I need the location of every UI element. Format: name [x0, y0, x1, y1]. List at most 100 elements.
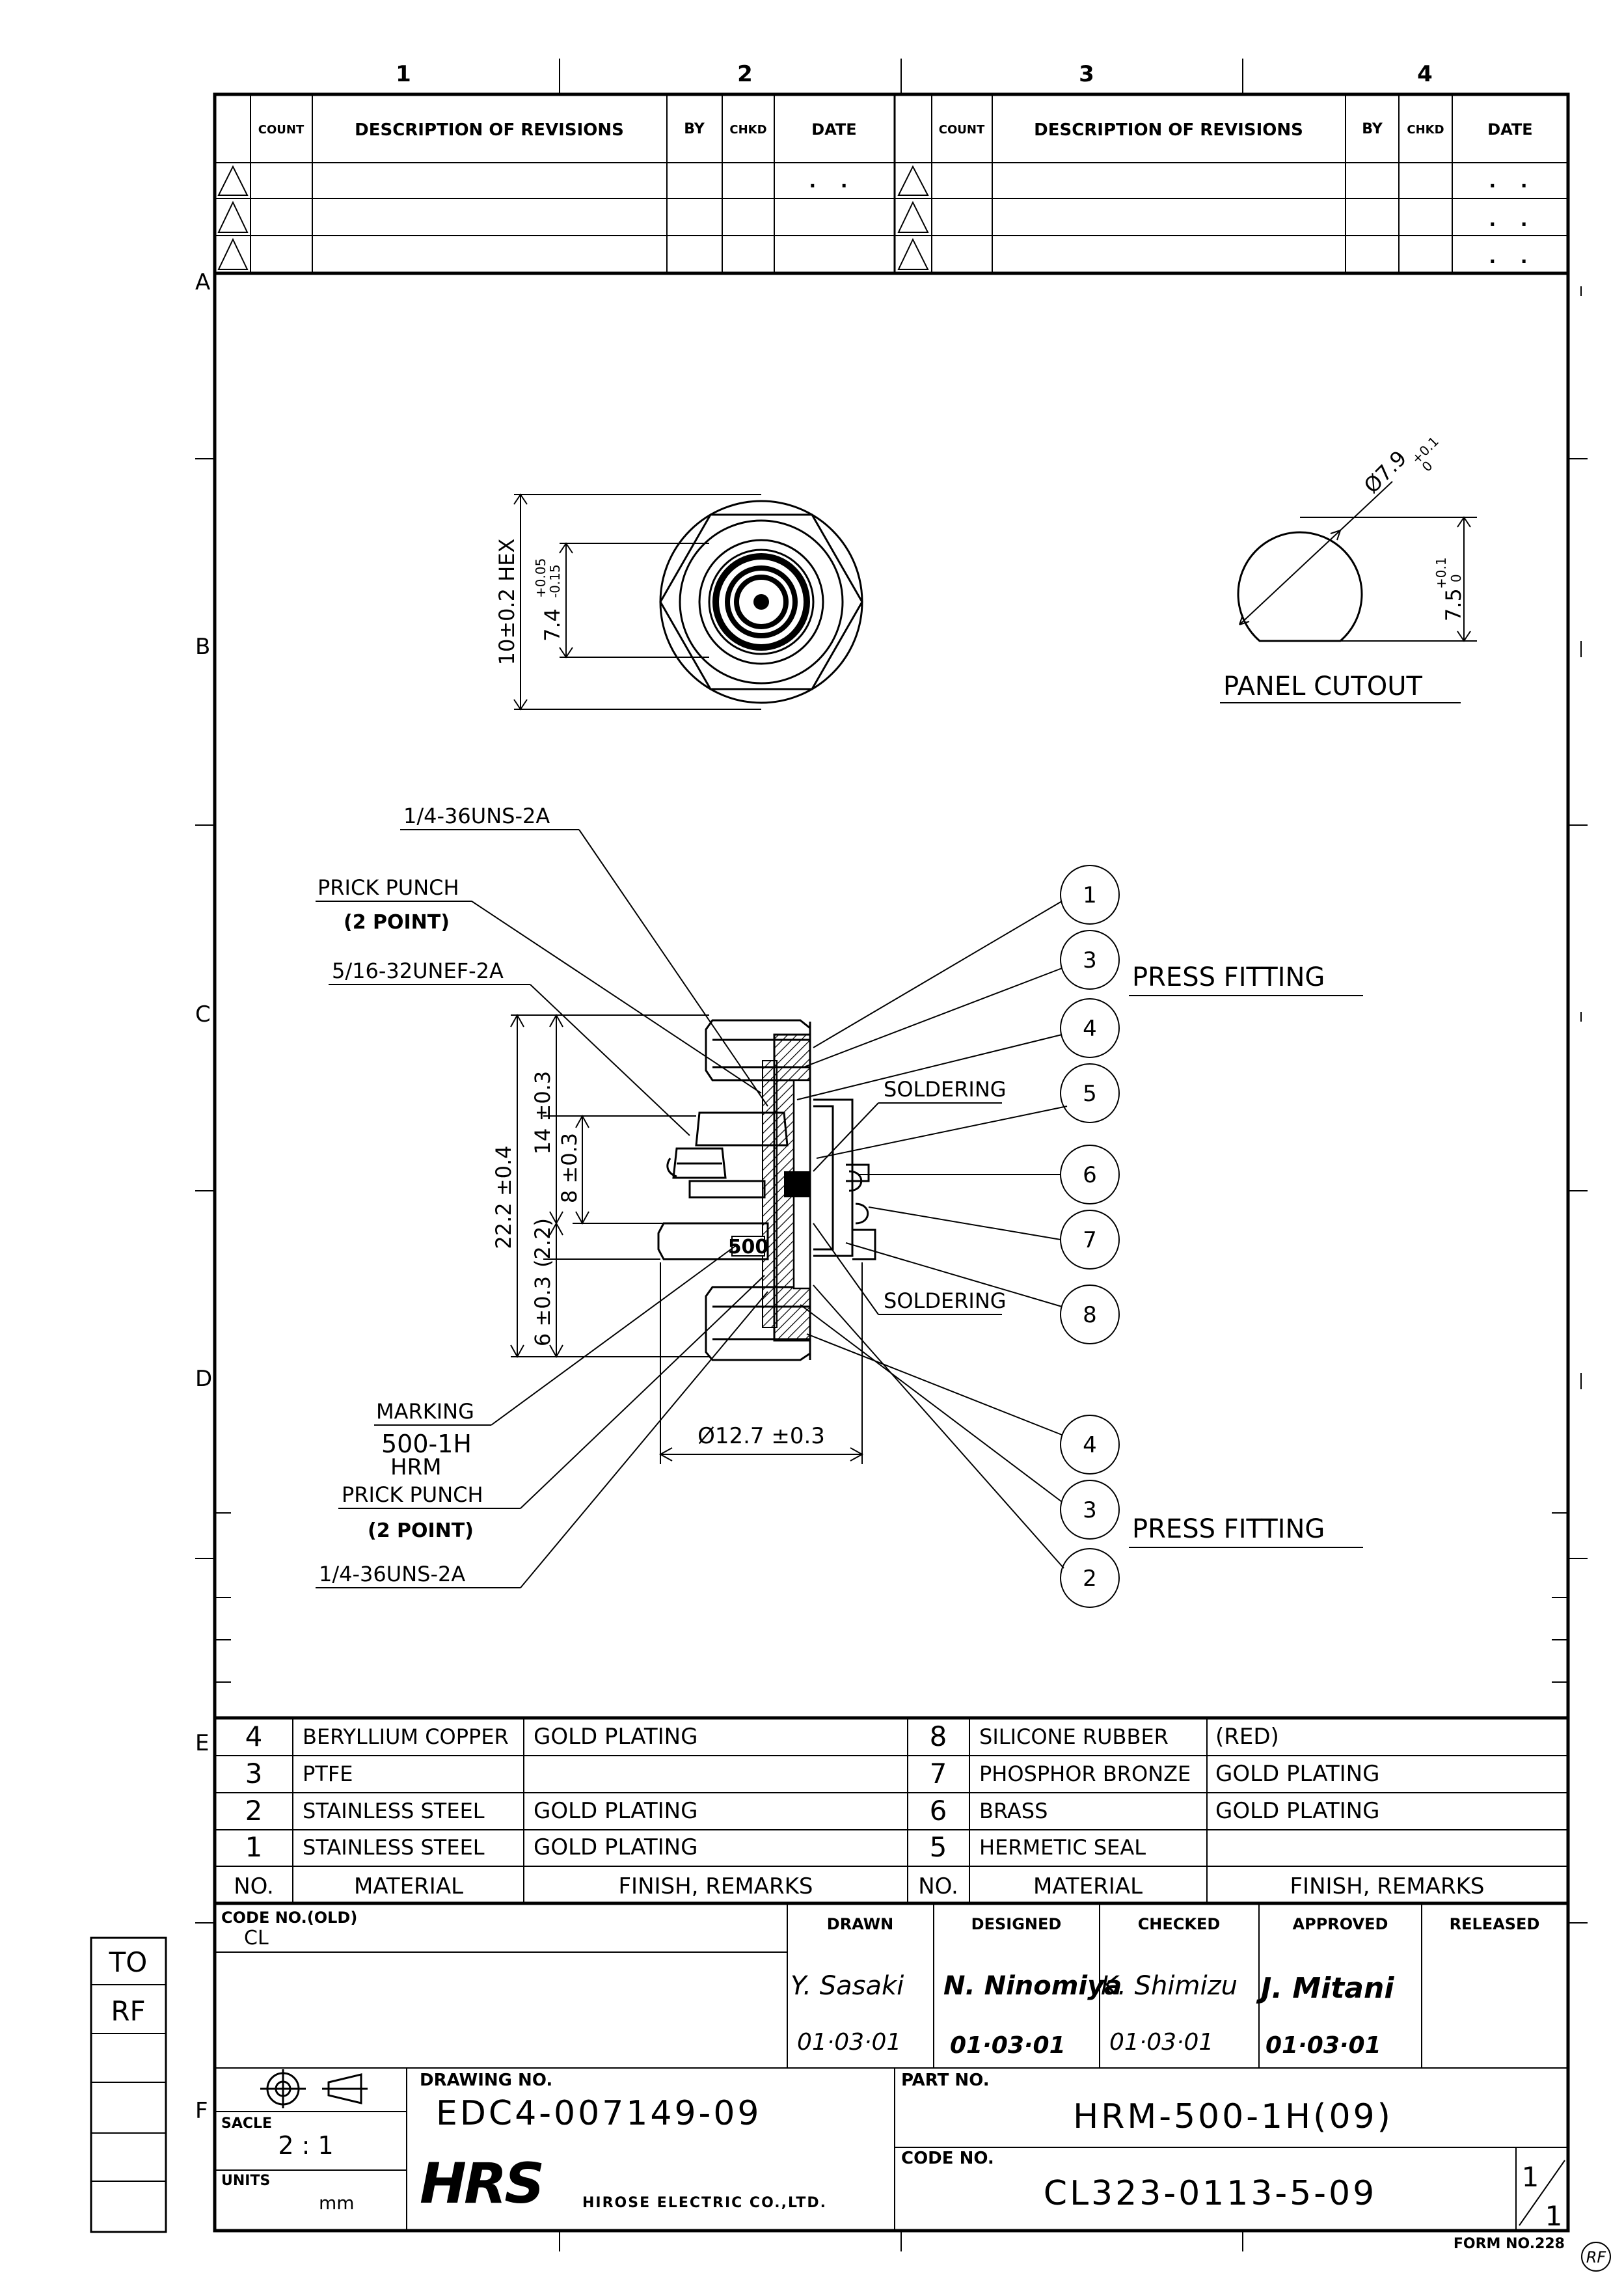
revision-table: COUNT DESCRIPTION OF REVISIONS BY CHKD D…	[215, 94, 1568, 275]
dim-flange: Ø12.7 ±0.3	[697, 1423, 825, 1449]
scale-label: SACLE	[221, 2115, 272, 2132]
code-no2-label: CODE NO.	[901, 2149, 994, 2168]
callout-prick-punch-top: PRICK PUNCH	[318, 875, 459, 900]
dim-thread: 8 ±0.3	[557, 1133, 582, 1203]
end-view: 10±0.2 HEX 7.4 +0.05 -0.15	[494, 493, 863, 711]
part-no: 4	[245, 1720, 263, 1752]
drawing-border	[213, 92, 1570, 2233]
balloon-label: 3	[1083, 947, 1097, 973]
part-finish: GOLD PLATING	[1215, 1798, 1379, 1824]
rev-header-by-right: BY	[1362, 121, 1383, 137]
dim-upper: 14 ±0.3	[530, 1071, 555, 1155]
units-label: UNITS	[221, 2173, 270, 2189]
balloon	[1060, 998, 1120, 1058]
zone-row-b: B	[195, 634, 210, 660]
revision-triangles	[217, 165, 929, 270]
callout-prick-punch-bottom: PRICK PUNCH	[342, 1482, 483, 1507]
callout-soldering-1: SOLDERING	[884, 1077, 1007, 1102]
scale-value: 2 : 1	[278, 2131, 333, 2160]
designed-label: DESIGNED	[971, 1915, 1062, 1933]
part-no: HRM-500-1H(09)	[1073, 2097, 1393, 2136]
approved-label: APPROVED	[1293, 1915, 1388, 1933]
balloon-label: 1	[1083, 882, 1097, 908]
sheet-total: 1	[1545, 2200, 1563, 2232]
rf-stamp	[1581, 2242, 1611, 2272]
part-material: STAINLESS STEEL	[303, 1835, 485, 1860]
zone-row-ticks	[195, 286, 1588, 1924]
callout-soldering-2: SOLDERING	[884, 1288, 1007, 1313]
hrs-logo: HRS	[420, 2151, 542, 2216]
zone-col-4: 4	[1417, 61, 1433, 87]
balloon-label: 2	[1083, 1566, 1097, 1592]
routing-box: TO RF	[90, 1937, 167, 2233]
routing-rf: RF	[111, 1995, 145, 2027]
drawing-no-label: DRAWING NO.	[420, 2071, 552, 2090]
rev-date-mark: . .	[1489, 209, 1536, 230]
part-no: 5	[930, 1831, 947, 1863]
code-no-label: CODE NO.(OLD)	[221, 1909, 357, 1927]
units-value: mm	[319, 2192, 355, 2214]
released-label: RELEASED	[1450, 1915, 1540, 1933]
designed-date: 01·03·01	[950, 2032, 1066, 2059]
part-material: SILICONE RUBBER	[979, 1724, 1169, 1749]
balloon-label: 3	[1083, 1497, 1097, 1523]
checked-label: CHECKED	[1138, 1915, 1221, 1933]
balloon	[1060, 1063, 1120, 1123]
dim-gap: (2.2)	[530, 1218, 555, 1268]
zone-row-labels: A B C D E F	[195, 269, 212, 2124]
balloon-label: 4	[1083, 1432, 1097, 1458]
section-dimensions: 22.2 ±0.4 14 ±0.3 8 ±0.3 6 ±0.3 (2.2) Ø1…	[491, 1013, 864, 1464]
zone-col-1: 1	[396, 61, 411, 87]
rev-date-mark: . .	[809, 170, 856, 192]
checked-signature: K. Shimizu	[1101, 1971, 1238, 2001]
dim-cutout-flat: 7.5	[1441, 588, 1466, 621]
zone-column-labels: 1 2 3 4	[396, 61, 1433, 87]
rev-header-desc-right: DESCRIPTION OF REVISIONS	[1034, 120, 1303, 140]
rev-header-count-left: COUNT	[258, 123, 304, 137]
part-no: 3	[245, 1758, 263, 1789]
part-material: BERYLLIUM COPPER	[303, 1724, 509, 1749]
balloon	[1060, 865, 1120, 925]
dim-flat-tol-lower: -0.15	[547, 564, 563, 598]
part-finish: GOLD PLATING	[534, 1834, 697, 1860]
dim-cutout-flat-tol-lower: 0	[1448, 574, 1464, 582]
balloon	[1060, 1285, 1120, 1344]
balloon	[1060, 1415, 1120, 1475]
dim-lower: 6 ±0.3	[530, 1276, 555, 1346]
designed-signature: N. Ninomiya	[943, 1971, 1122, 2001]
zone-row-d: D	[195, 1366, 212, 1392]
drawn-signature: Y. Sasaki	[791, 1971, 904, 2001]
balloon-label: 4	[1083, 1016, 1097, 1042]
callout-press-fitting-top: PRESS FITTING	[1132, 962, 1325, 992]
dim-flat: 7.4	[540, 608, 565, 642]
part-material: PHOSPHOR BRONZE	[979, 1761, 1191, 1786]
callout-marking-line2: HRM	[390, 1454, 442, 1480]
callout-press-fitting-bottom: PRESS FITTING	[1132, 1514, 1325, 1544]
third-angle-projection-icon	[260, 2069, 368, 2108]
parts-list: 4 BERYLLIUM COPPER GOLD PLATING 3 PTFE 2…	[215, 1716, 1568, 1905]
drawn-label: DRAWN	[827, 1915, 893, 1933]
rev-header-chkd-right: CHKD	[1407, 123, 1444, 137]
drawing-no: EDC4-007149-09	[436, 2094, 762, 2133]
rev-header-count-right: COUNT	[939, 123, 985, 137]
rev-header-desc-left: DESCRIPTION OF REVISIONS	[355, 120, 624, 140]
panel-cutout-view: Ø7.9 +0.1 0 7.5 +0.1 0 PANEL CUTOUT	[1220, 433, 1477, 703]
code-no2: CL323-0113-5-09	[1044, 2174, 1377, 2213]
dim-overall: 22.2 ±0.4	[491, 1145, 516, 1249]
part-no: 8	[930, 1720, 947, 1752]
parts-header-no: NO.	[234, 1873, 274, 1899]
rev-header-chkd-left: CHKD	[729, 123, 766, 137]
part-no: 6	[930, 1795, 947, 1827]
rev-header-by-left: BY	[684, 121, 705, 137]
dim-cutout-dia: Ø7.9	[1359, 446, 1412, 498]
part-finish: GOLD PLATING	[534, 1798, 697, 1824]
balloon-label: 8	[1083, 1302, 1097, 1328]
parts-header-finish: FINISH, REMARKS	[618, 1873, 813, 1899]
rf-stamp-label: RF	[1586, 2248, 1607, 2266]
dim-cutout-flat-tol-upper: +0.1	[1433, 557, 1449, 589]
parts-header-no: NO.	[918, 1873, 958, 1899]
approved-signature: J. Mitani	[1256, 1972, 1394, 2005]
panel-cutout-label: PANEL CUTOUT	[1223, 672, 1423, 701]
part-material: HERMETIC SEAL	[979, 1835, 1146, 1860]
zone-row-f: F	[195, 2098, 208, 2124]
